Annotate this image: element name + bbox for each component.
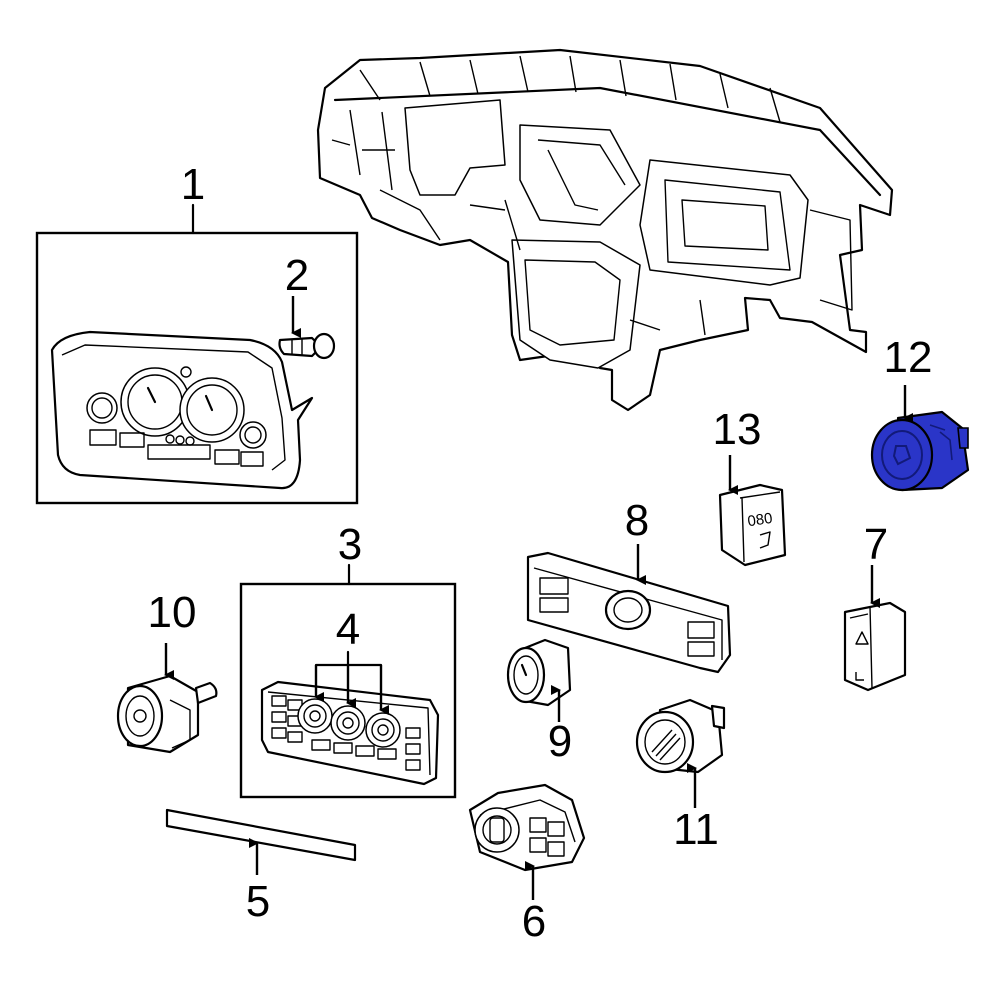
callout-7-label: 7 — [863, 520, 889, 569]
callout-9-label: 9 — [547, 717, 573, 766]
callout-13-label: 13 — [712, 405, 762, 454]
callout-10-label: 10 — [147, 588, 197, 637]
bulb-socket-illustration — [278, 332, 336, 360]
climate-control-panel-illustration — [260, 680, 440, 786]
callout-11-label: 11 — [673, 805, 719, 854]
callout-1-label: 1 — [180, 160, 206, 209]
switch-bezel-illustration — [526, 551, 732, 674]
callout-5-label: 5 — [245, 877, 271, 926]
callout-3-label: 3 — [337, 520, 363, 569]
instrument-panel-illustration — [316, 48, 894, 412]
hazard-switch-illustration — [843, 601, 907, 692]
switch-13-illustration — [718, 483, 787, 567]
switch-11-illustration — [635, 698, 726, 774]
cluster-box — [35, 231, 359, 505]
callout-8-label: 8 — [624, 496, 650, 545]
part-13-text: 080 — [746, 509, 774, 531]
clock-9-illustration — [506, 638, 572, 707]
trim-strip-illustration — [165, 808, 357, 862]
callout-4-label: 4 — [335, 605, 361, 654]
callout-12-label: 12 — [883, 333, 933, 382]
callout-4-bracket — [314, 650, 389, 715]
switch-10-illustration — [116, 674, 218, 754]
headlamp-switch-illustration — [468, 783, 586, 872]
instrument-cluster-illustration — [50, 330, 314, 490]
switch-12-highlighted-illustration — [870, 410, 970, 492]
callout-6-label: 6 — [521, 897, 547, 946]
callout-2-label: 2 — [284, 251, 310, 300]
